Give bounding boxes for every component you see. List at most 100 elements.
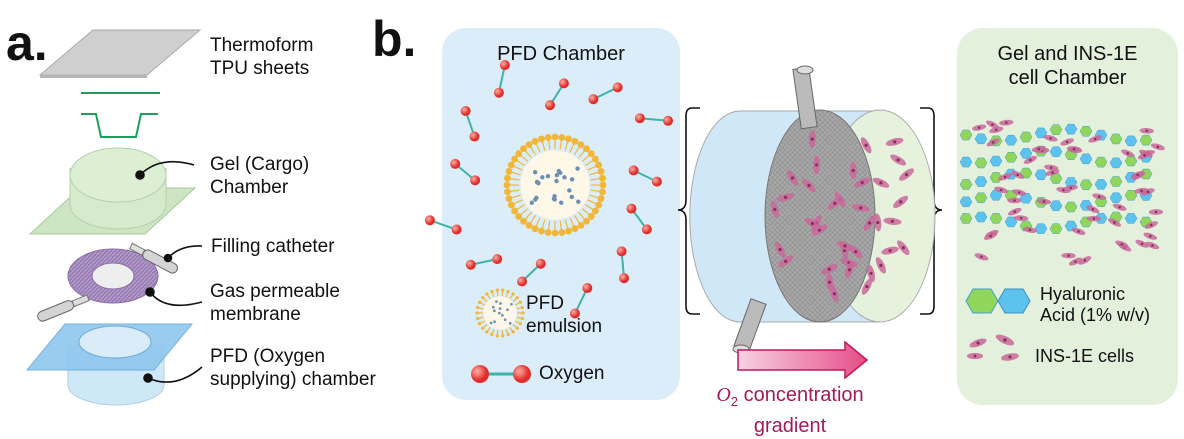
device-cross-section [690, 66, 935, 353]
surfactant-head [511, 292, 514, 295]
cell-nucleus [791, 176, 794, 179]
cell-nucleus [902, 246, 905, 249]
surfactant-head [521, 306, 524, 309]
cell-nucleus [833, 292, 836, 295]
cell-nucleus [859, 206, 862, 209]
cell-nucleus [1127, 152, 1130, 155]
cell-nucleus [865, 144, 868, 147]
surfactant-head [595, 162, 602, 169]
surfactant-head [526, 222, 533, 229]
surfactant-head [481, 327, 484, 330]
cell-nucleus [1092, 208, 1095, 211]
title-text: Gel and INS-1E [957, 42, 1178, 66]
pfd-dot [540, 175, 544, 179]
pfd-dot [575, 166, 579, 170]
cell-nucleus [1141, 243, 1144, 246]
o2-symbol: O [716, 384, 730, 406]
callout-pfd-chamber: PFD (Oxygensupplying) chamber [210, 345, 376, 391]
cell-nucleus [899, 200, 902, 203]
pfd-dot [533, 197, 537, 201]
pfd-dot [530, 201, 534, 205]
surfactant-head [504, 188, 511, 195]
oxygen-atom [536, 259, 546, 269]
callout-membrane: Gas permeablemembrane [210, 280, 340, 326]
surfactant-head [558, 229, 565, 236]
cell-nucleus [833, 202, 836, 205]
surfactant-head [583, 145, 590, 152]
cell-nucleus [991, 123, 994, 126]
surfactant-head [476, 317, 479, 320]
cell-nucleus [1013, 199, 1016, 202]
cell-nucleus [876, 221, 879, 224]
surfactant-head [515, 213, 522, 220]
cell-nucleus [1050, 166, 1053, 169]
gradient-line-2: gradient [690, 414, 890, 438]
oxygen-atom [619, 273, 629, 283]
oxygen-atom [425, 215, 435, 225]
oxygen-atom [452, 225, 462, 235]
surfactant-head [592, 156, 599, 163]
surfactant-head [496, 334, 499, 337]
cell-nucleus [828, 281, 831, 284]
cell-nucleus [1020, 217, 1023, 220]
surfactant-head [511, 330, 514, 333]
pfd-dot [533, 170, 537, 174]
surfactant-head [501, 334, 504, 337]
cell-nucleus [811, 222, 814, 225]
oxygen-atom [635, 113, 645, 123]
pfd-dot [510, 303, 513, 306]
oxygen-atom [469, 132, 479, 142]
oxygen-atom [663, 116, 673, 126]
cell-nucleus [905, 173, 908, 176]
cell-nucleus [1003, 338, 1007, 342]
cell-nucleus [1013, 210, 1016, 213]
oxygen-atom [642, 224, 652, 234]
surfactant-head [496, 289, 499, 292]
callout-text: membrane [210, 303, 340, 326]
surfactant-head [516, 296, 519, 299]
pfd-dot [554, 179, 558, 183]
cell-nucleus [811, 137, 814, 140]
cell-nucleus [1070, 187, 1073, 190]
pfd-dot [495, 300, 498, 303]
pfd-dot [570, 195, 574, 199]
oxygen-atom [652, 177, 662, 187]
surfactant-head [600, 182, 607, 189]
cell-nucleus [1067, 254, 1070, 257]
pfd-dot [509, 322, 512, 325]
cell-nucleus [773, 208, 776, 211]
pfd-chamber-title: PFD Chamber [442, 42, 680, 66]
surfactant-head [565, 228, 572, 235]
surfactant-head [501, 289, 504, 292]
oxygen-atom [613, 82, 623, 92]
pfd-chamber-illustration [27, 324, 192, 405]
cell-nucleus [897, 158, 900, 161]
cell-nucleus [828, 268, 831, 271]
surfactant-head [490, 333, 493, 336]
pfd-dot [576, 199, 580, 203]
surfactant-head [532, 138, 539, 145]
cell-nucleus [1066, 141, 1069, 144]
pfd-dot [499, 302, 502, 305]
pfd-dot [490, 322, 493, 325]
surfactant-head [504, 182, 511, 189]
oxygen-atom [450, 159, 460, 169]
surfactant-head [545, 134, 552, 141]
cell-nucleus [879, 264, 882, 267]
cell-nucleus [980, 256, 983, 259]
cell-nucleus [1016, 174, 1019, 177]
pfd-dot [546, 174, 550, 178]
cell-nucleus [1098, 195, 1101, 198]
cell-nucleus [989, 235, 992, 238]
callout-gel-chamber: Gel (Cargo)Chamber [210, 153, 309, 199]
surfactant-head [506, 168, 513, 175]
cell-nucleus [879, 181, 882, 184]
cell-nucleus [1004, 176, 1007, 179]
oxygen-atom [466, 260, 476, 270]
pfd-dot [498, 312, 501, 315]
thermoform-profile [81, 93, 160, 137]
cell-nucleus [1157, 146, 1160, 149]
surfactant-head [598, 168, 605, 175]
pfd-dot [504, 318, 507, 321]
